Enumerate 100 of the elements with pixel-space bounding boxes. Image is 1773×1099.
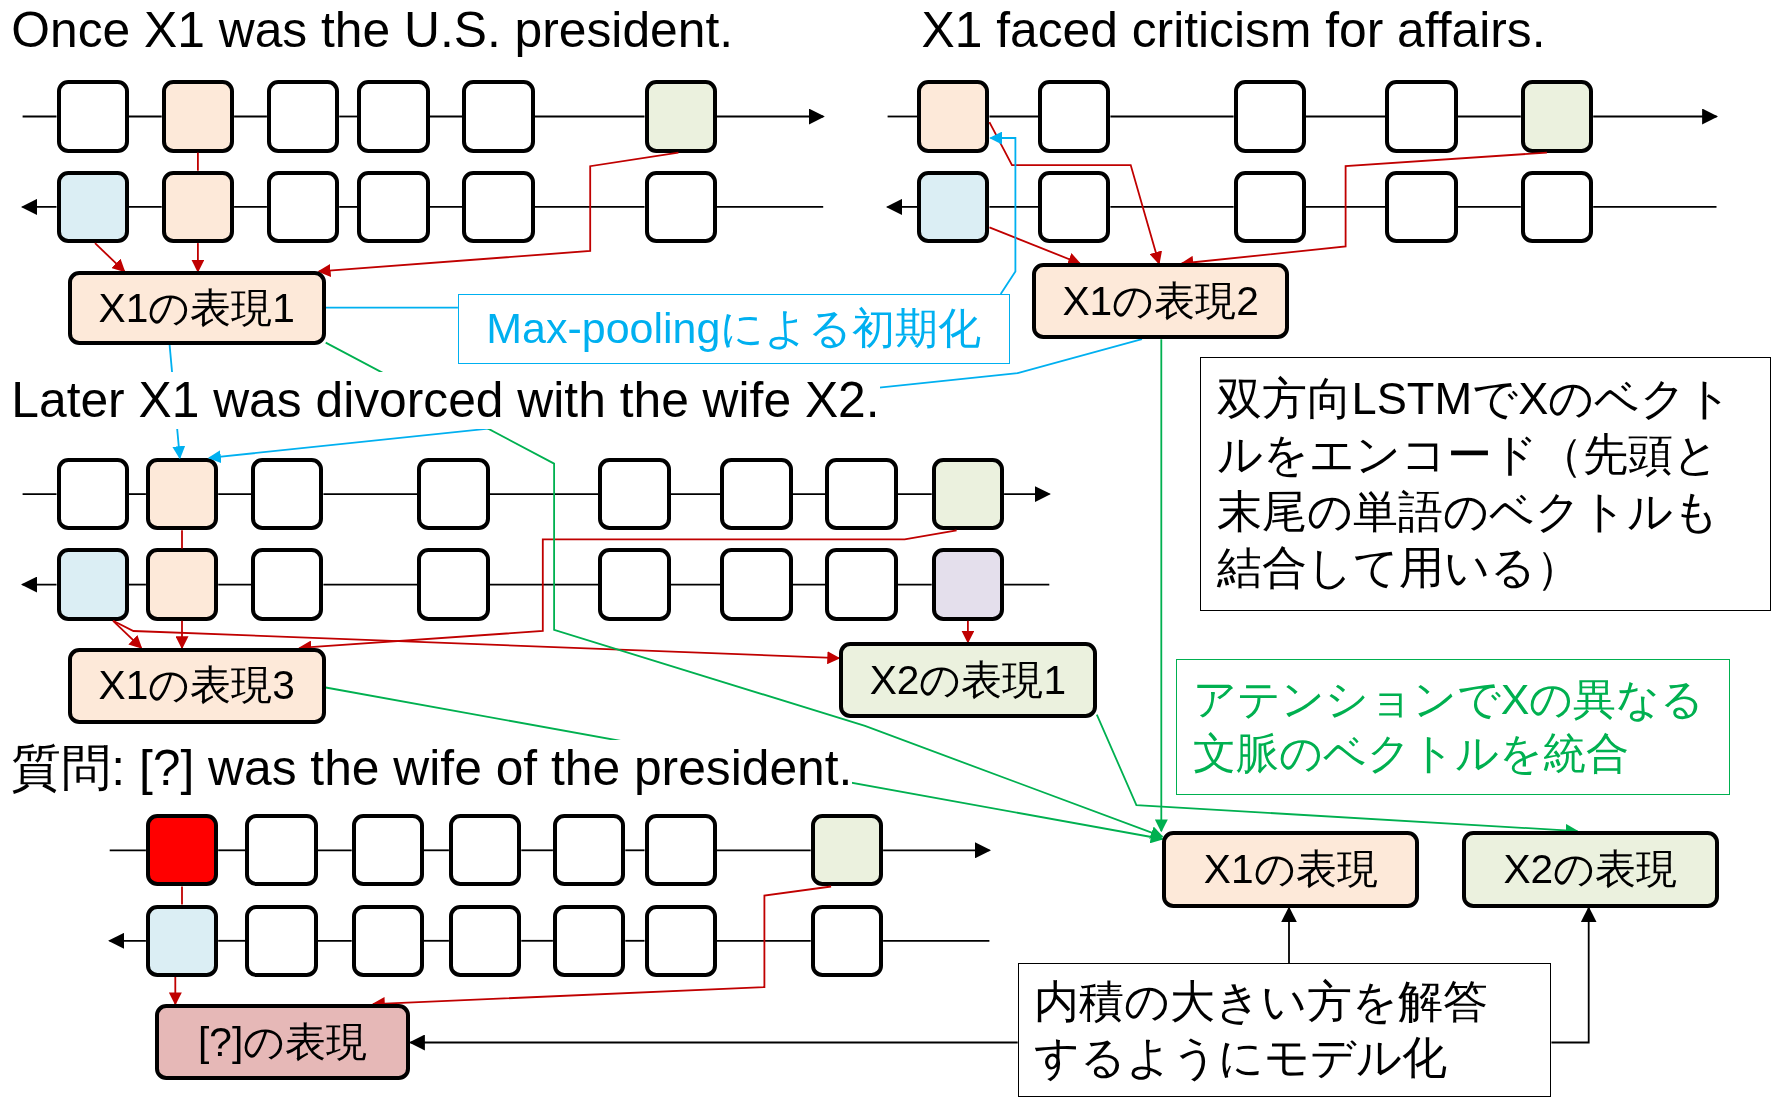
arrow [1592,108,1719,125]
lstm-cell [1038,80,1111,153]
connector-line [181,885,183,906]
lstm-cell [917,170,990,244]
lstm-cell [644,80,717,153]
lstm-cell [720,548,793,621]
connector-line [322,583,419,586]
lstm-cell [810,904,884,977]
connector-line [488,493,600,495]
connector-line [322,493,419,495]
representation-box: [?]の表現 [154,1004,411,1080]
lstm-cell [644,904,717,977]
lstm-cell [931,457,1005,531]
connector-line [716,849,812,852]
lstm-cell [1520,170,1594,244]
arrow [1003,486,1051,503]
arrow [175,619,189,650]
connector-line [233,115,268,118]
connector-line [1003,583,1051,586]
lstm-cell [266,80,340,153]
connector-line [716,939,812,942]
lstm-cell [245,814,318,887]
lstm-cell [1038,170,1111,244]
lstm-cell [357,80,430,153]
lstm-cell [351,904,424,977]
connector-line [233,206,268,208]
connector-line [316,849,353,852]
lstm-cell [56,80,129,153]
connector-line [1592,206,1718,208]
connector-line [1305,115,1387,118]
lstm-cell [1385,80,1458,153]
lstm-cell [161,80,235,153]
connector-line [520,939,554,942]
arrow [1281,906,1297,965]
connector-line [423,939,450,942]
lstm-cell [56,548,129,621]
connector-line [428,115,464,118]
connector-line [988,206,1039,208]
lstm-cell [417,548,490,621]
lstm-cell [598,457,671,531]
connector-line [128,493,147,495]
lstm-cell [1233,170,1306,244]
arrow [989,131,1017,295]
lstm-cell [417,457,490,531]
connector-line [669,583,722,586]
connector-line [324,306,459,309]
connector-line [669,493,722,495]
connector-line [716,206,825,208]
representation-box: X1の表現 [1162,831,1420,908]
lstm-cell [245,904,318,977]
lstm-cell [810,814,884,887]
connector-line [423,849,450,852]
note-box: 内積の大きい方を解答するようにモデル化 [1017,963,1552,1097]
connector-line [791,493,827,495]
connector-line [338,206,359,208]
lstm-cell [351,814,424,887]
annotation-box: アテンションでXの異なる文脈のベクトルを統合 [1175,659,1731,795]
lstm-cell [552,904,626,977]
sentence-heading: 質問: [?] was the wife of the president. [11,739,853,797]
lstm-cell [145,548,219,621]
connector-line [1456,206,1522,208]
arrow [21,198,58,215]
lstm-cell [145,814,219,887]
representation-box: X1の表現3 [67,647,326,724]
connector-line [338,115,359,118]
lstm-cell [825,548,898,621]
connector-line [217,939,247,942]
connector-line [128,115,163,118]
connector-line [428,206,464,208]
lstm-cell [145,904,219,977]
connector-line [128,206,163,208]
lstm-cell [266,170,340,244]
connector-line [316,939,353,942]
lstm-cell [644,814,717,887]
connector-line [181,529,183,550]
representation-box: X1の表現1 [67,271,326,345]
connector-line [128,583,147,586]
lstm-cell [931,548,1005,621]
connector-line [533,115,646,118]
arrow [1550,906,1597,1044]
arrow [961,619,975,644]
representation-box: X2の表現 [1462,831,1719,908]
note-box: 双方向LSTMでXのベクトルをエンコード（先頭と末尾の単語のベクトルも結合して用いる） [1199,357,1771,611]
connector-line [488,583,600,586]
lstm-cell [1233,80,1306,153]
lstm-cell [56,457,129,531]
connector-line [624,939,646,942]
connector-line [197,151,199,172]
arrow [168,344,186,460]
connector-line [21,115,58,118]
arrow [324,686,1164,844]
lstm-cell [357,170,430,244]
arrow [21,576,58,593]
connector-line [896,493,933,495]
connector-line [1456,115,1522,118]
lstm-cell [720,457,793,531]
representation-box: X1の表現2 [1032,263,1290,340]
connector-line [217,849,247,852]
connector-line [533,206,646,208]
lstm-cell [644,170,717,244]
